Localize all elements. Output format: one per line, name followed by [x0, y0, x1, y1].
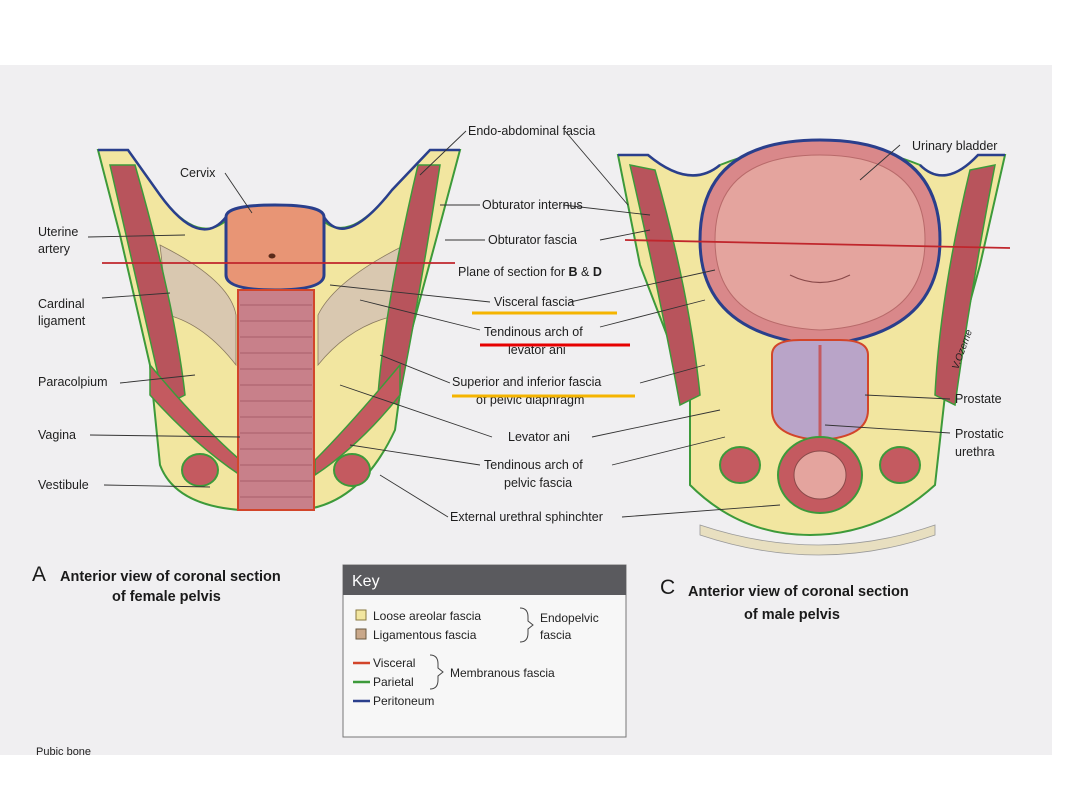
cervical-os: [268, 253, 276, 259]
female-cardinal-ligament-left: [159, 244, 237, 367]
key-brace-endopelvic: [519, 607, 534, 643]
label-prostatic-urethra-2: urethra: [955, 445, 995, 459]
label-pubic-bone: Pubic bone: [36, 746, 91, 755]
caption-c-line1: Anterior view of coronal section: [688, 584, 909, 600]
label-tendinous-arch-pelvic-1: Tendinous arch of: [484, 458, 583, 472]
male-peritoneum-right: [919, 153, 1005, 177]
male-pelvis-diagram: [616, 138, 1011, 556]
label-obturator-internus: Obturator internus: [482, 198, 583, 212]
female-cardinal-ligament-right: [317, 244, 406, 367]
key-brace-membranous: [429, 654, 444, 690]
caption-c-letter: C: [660, 576, 675, 599]
label-obturator-fascia: Obturator fascia: [488, 233, 577, 247]
female-bulb-left: [181, 453, 219, 487]
male-bulb-right: [879, 446, 921, 484]
caption-a-line2: of female pelvis: [112, 589, 221, 605]
label-prostatic-urethra-1: Prostatic: [955, 427, 1004, 441]
key-parietal: Parietal: [373, 675, 414, 689]
male-obturator-internus-right: [934, 164, 996, 407]
highlight-underlines: [452, 311, 635, 398]
label-plane-of-section-text: Plane of section for: [458, 265, 565, 279]
caption-c-line2: of male pelvis: [744, 607, 840, 623]
caption-a-letter: A: [32, 563, 46, 586]
figure-page: Cervix Uterine artery Cardinal ligament …: [0, 65, 1052, 755]
female-pelvis-diagram: [96, 148, 462, 511]
label-tendinous-arch-pelvic-2: pelvic fascia: [504, 476, 572, 490]
label-plane-d: D: [593, 265, 602, 279]
key-title: Key: [352, 573, 380, 590]
male-obturator-internus-left: [629, 164, 701, 407]
key-membranous: Membranous fascia: [450, 666, 555, 680]
key-swatch-loose: [355, 609, 367, 621]
label-tendinous-arch-levator-1: Tendinous arch of: [484, 325, 583, 339]
male-bulb-core: [793, 450, 847, 500]
label-cervix: Cervix: [180, 166, 216, 180]
key-visceral: Visceral: [373, 656, 415, 670]
cervix-shape: [224, 203, 326, 292]
label-urinary-bladder: Urinary bladder: [912, 139, 997, 153]
label-vagina: Vagina: [38, 428, 76, 442]
key-swatch-ligamentous: [355, 628, 367, 640]
label-plane-of-section: Plane of section for B & D: [458, 265, 602, 279]
pelvis-fascia-figure: Cervix Uterine artery Cardinal ligament …: [32, 124, 1011, 755]
label-cardinal-ligament-2: ligament: [38, 314, 86, 328]
caption-a-line1: Anterior view of coronal section: [60, 569, 281, 585]
key-endopelvic-1: Endopelvic: [540, 611, 599, 625]
label-prostate: Prostate: [955, 392, 1002, 406]
key-endopelvic-2: fascia: [540, 628, 572, 642]
label-visceral-fascia: Visceral fascia: [494, 295, 574, 309]
label-external-urethral-sphincter: External urethral sphinchter: [450, 510, 603, 524]
vagina-shape: [237, 289, 315, 511]
label-levator-ani: Levator ani: [508, 430, 570, 444]
female-bulb-right: [333, 453, 371, 487]
label-superior-inferior-fascia-1: Superior and inferior fascia: [452, 375, 601, 389]
label-vestibule: Vestibule: [38, 478, 89, 492]
key-box: Key Loose areolar fascia Ligamentous fas…: [342, 564, 627, 738]
captions: A Anterior view of coronal section of fe…: [32, 563, 909, 623]
leader-lines: [87, 130, 951, 518]
label-paracolpium: Paracolpium: [38, 375, 107, 389]
labels: Cervix Uterine artery Cardinal ligament …: [36, 124, 1004, 755]
label-cardinal-ligament-1: Cardinal: [38, 297, 85, 311]
female-peritoneum-right: [322, 148, 460, 230]
key-loose-areolar: Loose areolar fascia: [373, 609, 481, 623]
key-header: [343, 565, 626, 595]
bladder-mucosa: [714, 154, 926, 331]
label-uterine-artery-2: artery: [38, 242, 71, 256]
label-endo-abdominal-fascia: Endo-abdominal fascia: [468, 124, 595, 138]
key-peritoneum: Peritoneum: [373, 694, 434, 708]
key-ligamentous: Ligamentous fascia: [373, 628, 477, 642]
female-obturator-internus-left: [109, 164, 186, 407]
label-plane-amp: &: [581, 265, 590, 279]
label-plane-b: B: [569, 265, 578, 279]
plane-of-section-line-male: [624, 239, 1011, 249]
male-base: [699, 524, 936, 556]
male-peritoneum-left: [618, 153, 721, 177]
bladder-fold: [789, 274, 851, 284]
label-uterine-artery-1: Uterine: [38, 225, 78, 239]
female-peritoneum-left: [98, 148, 227, 231]
male-bulb-left: [719, 446, 761, 484]
